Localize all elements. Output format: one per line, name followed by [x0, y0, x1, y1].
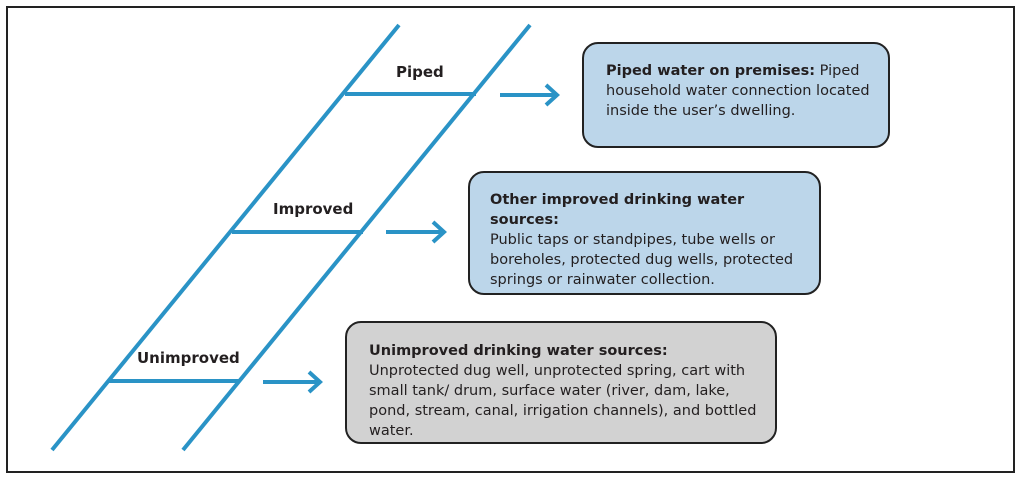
piped-heading: Piped water on premises: [606, 63, 816, 79]
piped-description: Piped household water connection located… [606, 63, 870, 119]
rung-label-improved: Improved [273, 200, 354, 218]
diagram-frame [6, 6, 1015, 473]
unimproved-description-box: Unimproved drinking water sources: Unpro… [345, 321, 777, 444]
arrow-head-improved [431, 220, 447, 244]
unimproved-heading: Unimproved drinking water sources: [369, 343, 668, 359]
rung-label-unimproved: Unimproved [137, 349, 240, 367]
arrow-head-unimproved [307, 370, 323, 394]
improved-description-box: Other improved drinking water sources: P… [468, 171, 821, 295]
improved-description: Public taps or standpipes, tube wells or… [490, 232, 794, 288]
improved-heading: Other improved drinking water sources: [490, 192, 745, 228]
rung-label-piped: Piped [396, 63, 444, 81]
arrow-head-piped [544, 83, 560, 107]
unimproved-description: Unprotected dug well, unprotected spring… [369, 363, 757, 439]
piped-description-box: Piped water on premises: Piped household… [582, 42, 890, 148]
